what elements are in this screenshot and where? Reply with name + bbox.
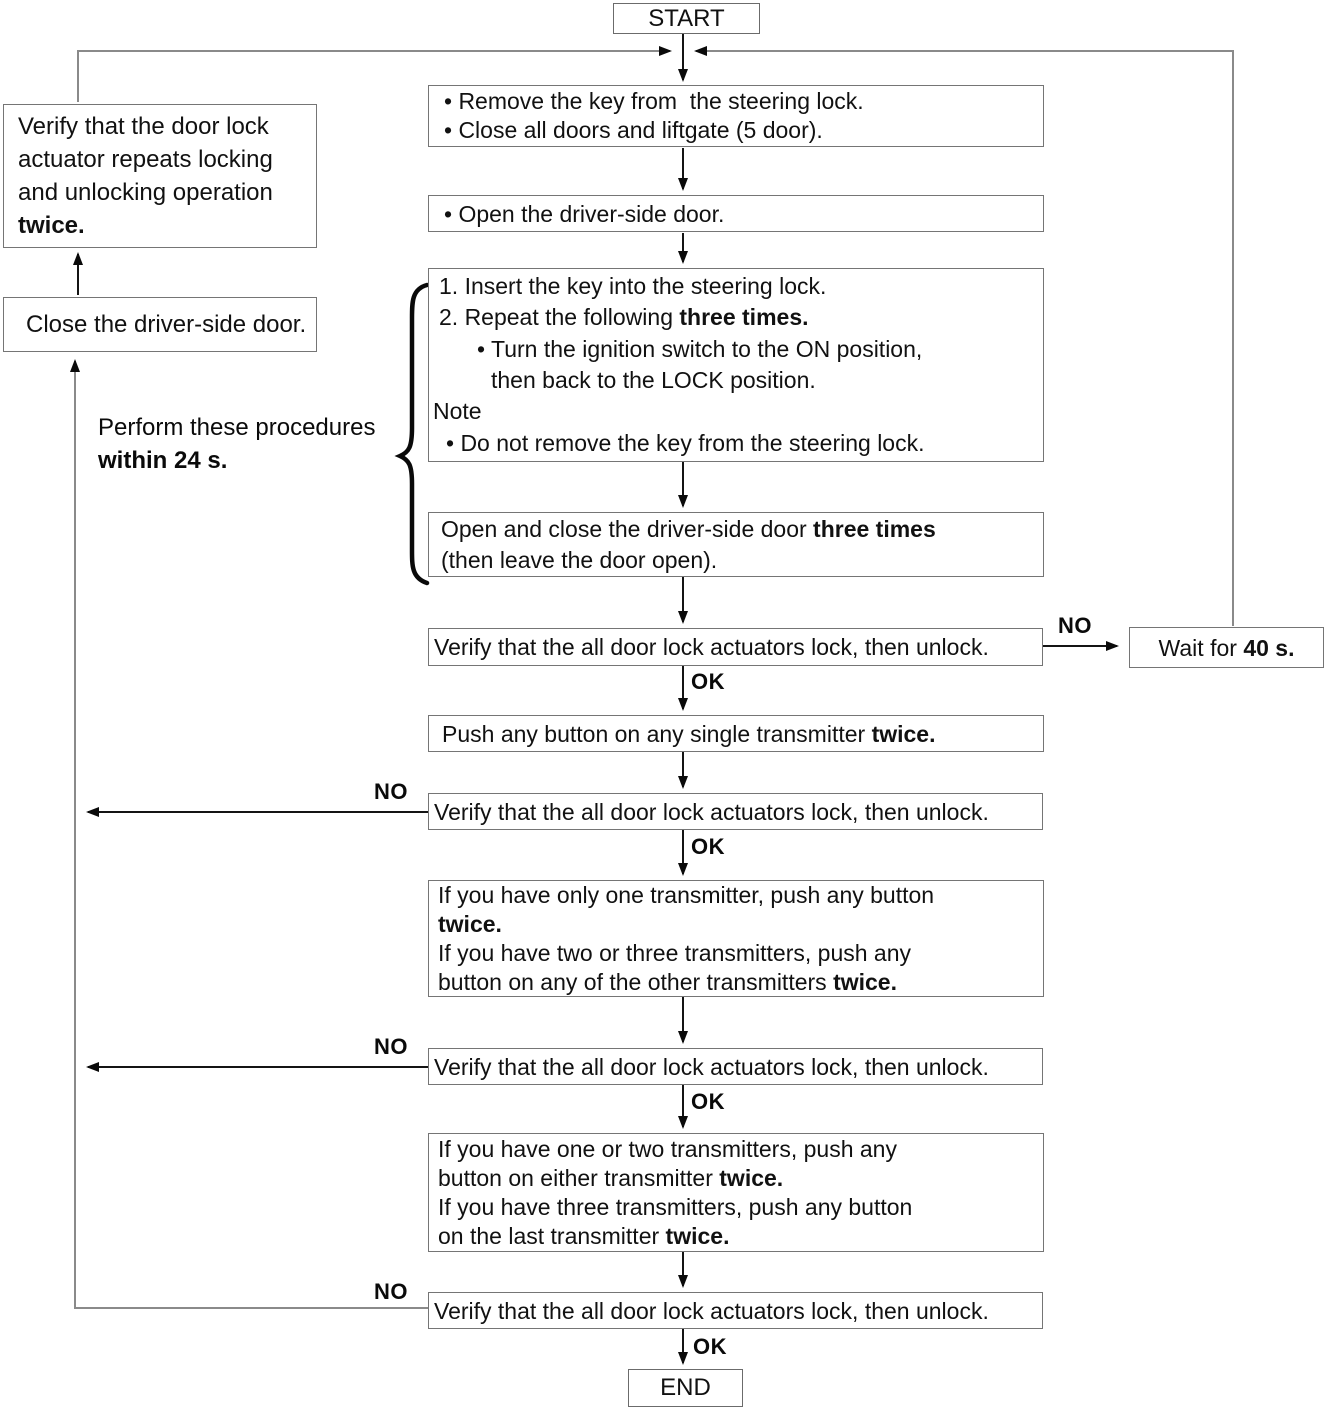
branch-label-ok-1: OK xyxy=(691,669,725,694)
brace xyxy=(394,282,430,586)
step-open-driver-door: • Open the driver-side door. xyxy=(428,195,1044,232)
step-push-any-button-twice: Push any button on any single transmitte… xyxy=(428,715,1044,752)
step-one-or-two-transmitters: If you have one or two transmitters, pus… xyxy=(428,1133,1044,1252)
step-one-transmitter: If you have only one transmitter, push a… xyxy=(428,880,1044,997)
branch-label-no-4: NO xyxy=(374,1279,408,1304)
step-remove-key: • Remove the key from the steering lock.… xyxy=(428,85,1044,147)
branch-label-ok-3: OK xyxy=(691,1089,725,1114)
decision-verify-actuators-1: Verify that the all door lock actuators … xyxy=(428,628,1043,666)
step-insert-key-ignition: 1. Insert the key into the steering lock… xyxy=(428,268,1044,462)
branch-label-no-2: NO xyxy=(374,779,408,804)
branch-label-ok-2: OK xyxy=(691,834,725,859)
branch-label-no-3: NO xyxy=(374,1034,408,1059)
decision-verify-actuators-3: Verify that the all door lock actuators … xyxy=(428,1048,1043,1085)
step-close-driver-door: Close the driver-side door. xyxy=(3,297,317,352)
branch-label-ok-4: OK xyxy=(693,1334,727,1359)
step-wait-40s: Wait for 40 s. xyxy=(1129,627,1324,668)
step-open-close-three-times: Open and close the driver-side door thre… xyxy=(428,512,1044,577)
decision-verify-actuators-4: Verify that the all door lock actuators … xyxy=(428,1292,1043,1329)
branch-label-no-1: NO xyxy=(1058,613,1092,638)
end-terminal: END xyxy=(628,1369,743,1407)
start-terminal: START xyxy=(613,3,760,34)
decision-verify-actuators-2: Verify that the all door lock actuators … xyxy=(428,793,1043,830)
